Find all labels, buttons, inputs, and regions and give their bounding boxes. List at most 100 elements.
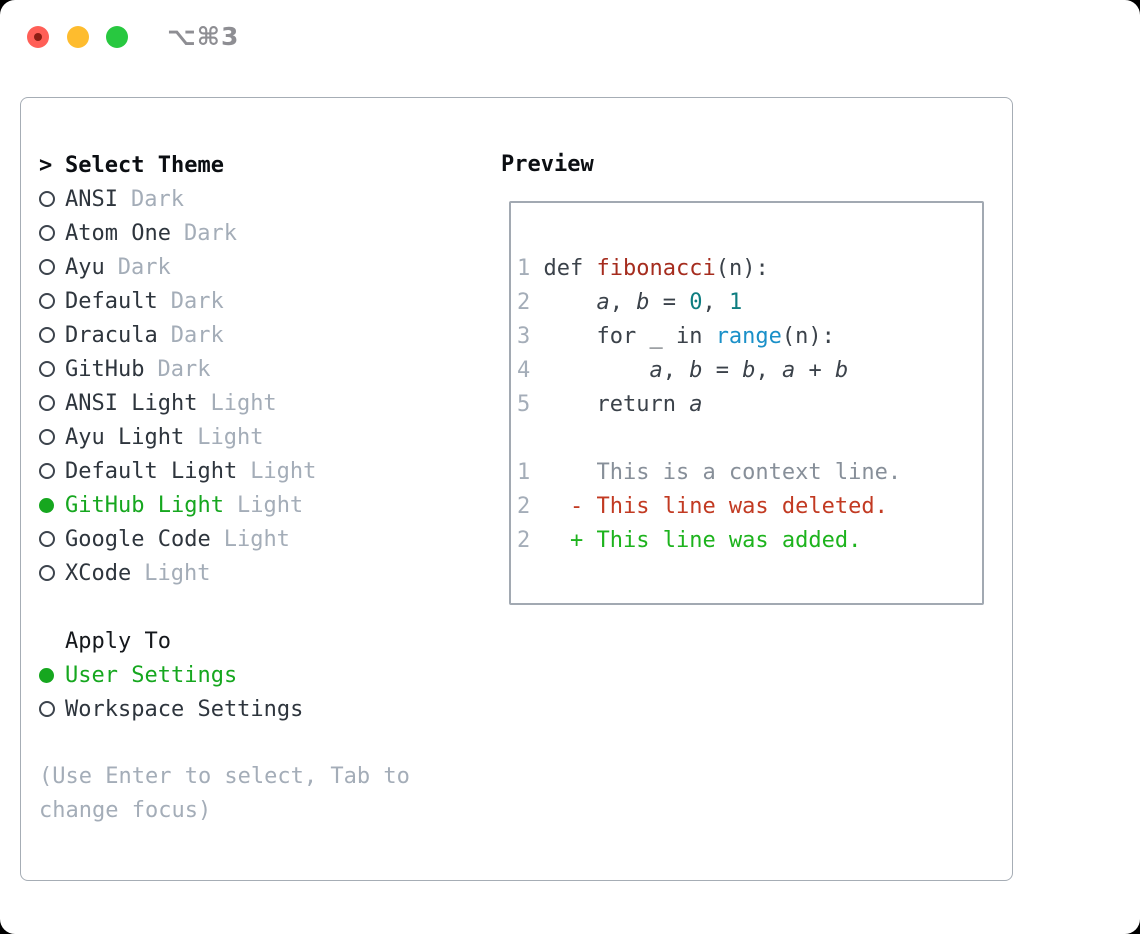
radio-icon[interactable] (39, 565, 55, 581)
line-number: 1 (517, 460, 544, 485)
minimize-button[interactable] (67, 26, 89, 48)
apply-option-user-settings[interactable]: User Settings (39, 658, 449, 692)
diff-line-added: 2 + This line was added. (517, 524, 982, 558)
code-line: 1 def fibonacci(n): (517, 252, 982, 286)
radio-icon[interactable] (39, 293, 55, 309)
diff-line-context: 1 This is a context line. (517, 456, 982, 490)
radio-marker (39, 361, 65, 377)
code-line: 5 return a (517, 388, 982, 422)
select-theme-title: Select Theme (65, 152, 224, 178)
radio-icon[interactable] (39, 225, 55, 241)
theme-variant: Dark (170, 288, 224, 314)
zoom-button[interactable] (106, 26, 128, 48)
radio-icon[interactable] (39, 701, 55, 717)
code-token: b (689, 358, 703, 383)
radio-marker (39, 463, 65, 479)
code-line: 2 a, b = 0, 1 (517, 286, 982, 320)
theme-variant: Dark (117, 254, 171, 280)
code-token: + (795, 358, 835, 383)
theme-variant: Dark (130, 186, 184, 212)
radio-marker (39, 531, 65, 547)
code-token: a (596, 290, 610, 315)
diff-preview: 1 This is a context line.2 - This line w… (517, 456, 982, 558)
code-token: a (781, 358, 796, 383)
spacer (39, 726, 449, 760)
diff-line-deleted: 2 - This line was deleted. (517, 490, 982, 524)
code-token: (n): (715, 256, 769, 281)
apply-option-workspace-settings[interactable]: Workspace Settings (39, 692, 449, 726)
code-token: b (834, 358, 849, 383)
theme-name: XCode (65, 560, 132, 586)
titlebar: ⌥⌘3 (0, 0, 1140, 74)
code-line: 3 for _ in range(n): (517, 320, 982, 354)
blank-line (517, 422, 982, 456)
code-token: , (609, 290, 637, 315)
theme-name: Ayu Light (65, 424, 185, 450)
theme-variant: Light (210, 390, 277, 416)
radio-marker (39, 429, 65, 445)
code-token (544, 358, 650, 383)
radio-marker (39, 191, 65, 207)
radio-selected-icon[interactable] (39, 497, 54, 513)
theme-option-dracula[interactable]: Dracula Dark (39, 318, 449, 352)
code-token: = (702, 358, 743, 383)
line-number: 4 (517, 358, 544, 383)
theme-variant: Light (236, 492, 304, 518)
code-token: 1 (728, 290, 743, 315)
code-token: 0 (689, 290, 703, 315)
code-token: a (689, 392, 703, 417)
radio-selected-icon[interactable] (39, 667, 54, 683)
code-token: = (649, 290, 690, 315)
radio-icon[interactable] (39, 395, 55, 411)
code-token: for _ in (543, 324, 716, 349)
theme-name: GitHub (65, 356, 145, 382)
radio-icon[interactable] (39, 191, 55, 207)
diff-text: This is a context line. (543, 460, 902, 485)
radio-marker (39, 395, 65, 411)
code-token: , (755, 358, 782, 383)
theme-option-atom-one[interactable]: Atom One Dark (39, 216, 449, 250)
code-token: range (715, 324, 782, 349)
code-token: , (702, 290, 729, 315)
hint-text: (Use Enter to select, Tab to change focu… (39, 764, 424, 823)
theme-name: ANSI (65, 186, 118, 212)
theme-variant: Dark (170, 322, 224, 348)
code-token (544, 290, 597, 315)
theme-option-ayu-light[interactable]: Ayu Light Light (39, 420, 449, 454)
theme-option-ansi[interactable]: ANSI Dark (39, 182, 449, 216)
theme-name: Dracula (65, 322, 158, 348)
radio-icon[interactable] (39, 463, 55, 479)
code-token: b (742, 358, 756, 383)
theme-variant: Light (197, 424, 264, 450)
line-number: 2 (517, 494, 544, 519)
radio-icon[interactable] (39, 429, 55, 445)
theme-name: Ayu (65, 254, 105, 280)
radio-icon[interactable] (39, 361, 55, 377)
radio-marker (39, 667, 65, 683)
theme-option-ayu[interactable]: Ayu Dark (39, 250, 449, 284)
radio-icon[interactable] (39, 531, 55, 547)
code-token: def (543, 256, 597, 281)
theme-name: Atom One (65, 220, 171, 246)
radio-marker (39, 293, 65, 309)
close-button[interactable] (27, 26, 49, 48)
code-line: 4 a, b = b, a + b (517, 354, 982, 388)
line-number: 2 (517, 528, 544, 553)
radio-icon[interactable] (39, 327, 55, 343)
radio-icon[interactable] (39, 259, 55, 275)
theme-variant: Dark (183, 220, 237, 246)
code-token: return (543, 392, 690, 417)
preview-title: Preview (501, 152, 594, 177)
spacer (39, 590, 449, 624)
